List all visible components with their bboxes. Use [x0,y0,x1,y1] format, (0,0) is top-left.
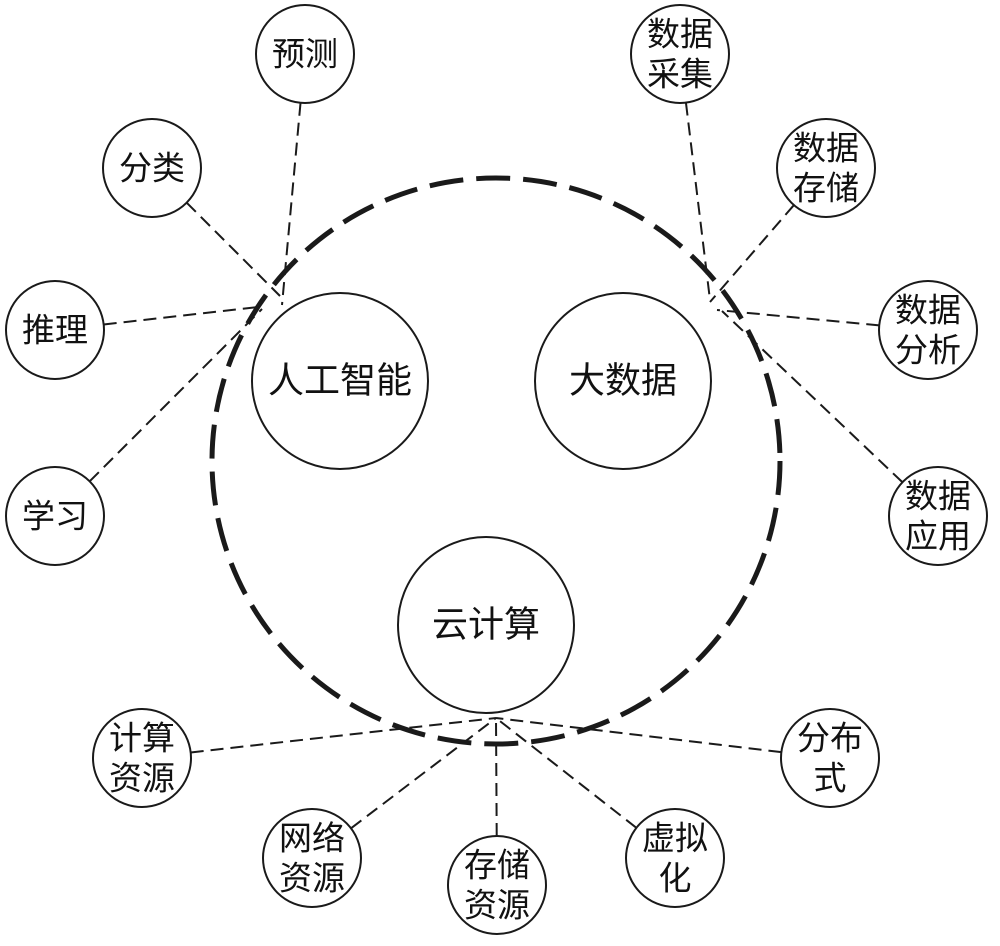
label-line: 数据 [895,291,961,330]
label-line: 学习 [22,497,88,536]
label-line: 分类 [119,149,185,188]
outer-dashed-ring [209,175,783,747]
node-circle-store [776,118,876,218]
label-line: 资源 [464,886,530,925]
node-circle-learn [5,466,105,566]
label-line: 数据 [793,129,859,168]
core-circle-ai [251,292,429,470]
label-line: 存储 [464,846,530,885]
node-virtual: 虚拟化 [625,808,725,908]
label-line: 大数据 [569,361,677,402]
label-line: 分析 [895,331,961,370]
label-line: 分布 [797,719,863,758]
node-circle-classify [102,118,202,218]
node-circle-storage-res [447,835,547,935]
label-line: 应用 [905,517,971,556]
node-predict: 预测 [255,4,355,104]
node-distributed: 分布式 [780,708,880,808]
label-line: 计算 [109,719,175,758]
subtopic-nodes: 预测分类推理学习数据采集数据存储数据分析数据应用计算资源网络资源存储资源虚拟化分… [5,4,988,935]
node-learn: 学习 [5,466,105,566]
connector-compute-res [190,717,497,754]
label-line: 人工智能 [268,361,412,402]
node-circle-predict [255,4,355,104]
label-line: 虚拟 [642,819,708,858]
label-line: 推理 [22,311,88,350]
core-circle-bigdata [534,292,712,470]
node-circle-network-res [262,808,362,908]
connector-virtual [495,717,638,829]
connector-network-res [350,717,497,830]
label-line: 存储 [793,169,859,208]
connector-storage-res [495,717,498,837]
node-circle-analyze [878,280,978,380]
connector-analyze [716,309,880,327]
label-line: 数据 [905,477,971,516]
node-circle-apply [888,466,988,566]
core-node-bigdata: 大数据 [534,292,712,470]
label-line: 网络 [279,819,345,858]
connector-store [709,204,795,303]
node-classify: 分类 [102,118,202,218]
label-line: 资源 [109,759,175,798]
connector-reason [103,306,259,326]
connector-classify [185,201,281,297]
node-reason: 推理 [5,280,105,380]
core-circle-cloud [397,536,575,714]
label-line: 预测 [272,35,338,74]
label-line: 数据 [647,15,713,54]
label-line: 采集 [647,55,713,94]
label-line: 资源 [279,859,345,898]
node-circle-reason [5,280,105,380]
connector-distributed [495,717,782,754]
connector-learn [88,308,263,483]
core-node-ai: 人工智能 [251,292,429,470]
core-node-cloud: 云计算 [397,536,575,714]
node-circle-compute-res [92,708,192,808]
node-circle-collect [630,4,730,104]
label-line: 式 [814,759,847,798]
label-line: 化 [659,859,692,898]
node-circle-distributed [780,708,880,808]
label-line: 云计算 [432,605,540,646]
node-circle-virtual [625,808,725,908]
